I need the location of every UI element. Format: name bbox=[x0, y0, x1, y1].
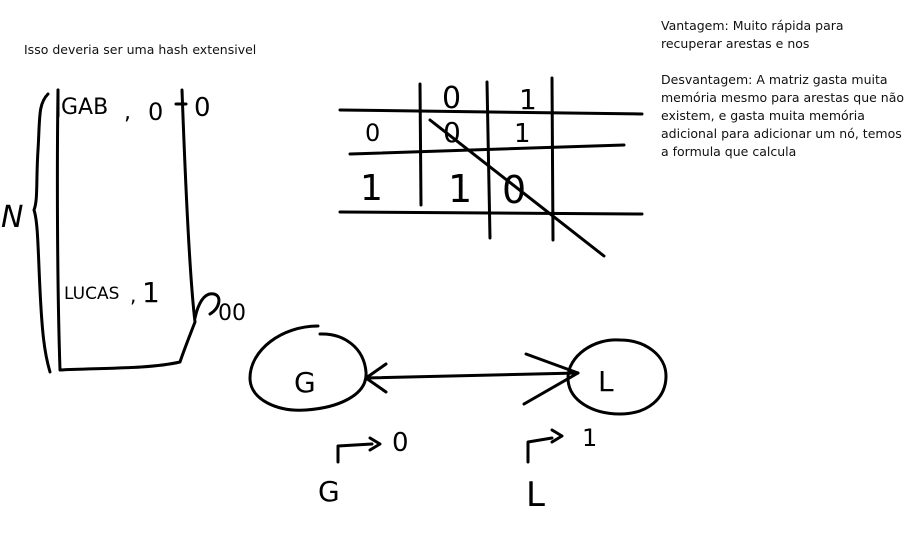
mapping-g-arrowhead bbox=[368, 436, 382, 452]
overflow-pointer: 00 bbox=[218, 301, 246, 326]
mapping-l-arrowhead bbox=[550, 428, 564, 444]
entry-lucas-key: LUCAS bbox=[64, 284, 119, 304]
matrix-header-0: 0 bbox=[442, 81, 461, 116]
mapping-g-key: G bbox=[318, 475, 340, 508]
hash-brace bbox=[32, 92, 52, 374]
disadvantage-note: Desvantagem: A matriz gasta muita memóri… bbox=[661, 72, 905, 159]
mapping-l-index: 1 bbox=[582, 424, 597, 452]
adjacency-matrix: 0 1 0 0 1 1 1 0 bbox=[338, 76, 644, 258]
matrix-row-label-1: 1 bbox=[360, 168, 383, 209]
node-g-label: G bbox=[294, 366, 316, 399]
matrix-vline-1 bbox=[418, 82, 423, 207]
matrix-cell-1-0: 1 bbox=[448, 167, 472, 211]
matrix-cell-0-0: 0 bbox=[443, 116, 461, 149]
matrix-header-1: 1 bbox=[519, 83, 537, 116]
entry-gab-value: 0 bbox=[148, 98, 163, 126]
overflow-hook bbox=[193, 292, 221, 320]
entry-gab-key: GAB bbox=[61, 95, 108, 120]
mapping-g-arrow bbox=[336, 442, 374, 464]
next-slot-value: 0 bbox=[194, 93, 211, 123]
mapping-l-key: L bbox=[526, 475, 545, 515]
matrix-cell-1-1: 0 bbox=[502, 168, 526, 212]
graph: G L 0 G 1 L bbox=[248, 324, 668, 515]
entry-lucas-comma: , bbox=[130, 283, 136, 307]
node-l-label: L bbox=[598, 365, 614, 398]
matrix-row-label-0: 0 bbox=[365, 119, 380, 147]
matrix-diagonal bbox=[428, 118, 606, 258]
notes-panel: Vantagem: Muito rápida para recuperar ar… bbox=[661, 17, 906, 161]
mapping-l-arrow bbox=[526, 436, 554, 464]
node-g-circle bbox=[248, 324, 368, 412]
advantage-note: Vantagem: Muito rápida para recuperar ar… bbox=[661, 18, 844, 51]
brace-label-n: N bbox=[1, 200, 23, 235]
hash-table: N GAB , 0 0 LUCAS , 1 00 bbox=[1, 88, 246, 374]
edge-arrow-to-l bbox=[522, 352, 580, 406]
hash-table-box bbox=[55, 88, 197, 372]
matrix-hline-1 bbox=[338, 108, 644, 116]
mapping-g-index: 0 bbox=[392, 428, 409, 458]
entry-gab-comma: , bbox=[124, 100, 131, 125]
node-l-circle bbox=[566, 338, 668, 416]
matrix-vline-3 bbox=[550, 76, 555, 242]
edge-arrow-to-g bbox=[364, 362, 388, 394]
entry-lucas-value: 1 bbox=[142, 276, 160, 309]
matrix-cell-0-1: 1 bbox=[514, 119, 531, 149]
edge-line bbox=[364, 371, 580, 380]
typed-title: Isso deveria ser uma hash extensivel bbox=[24, 42, 257, 57]
matrix-vline-2 bbox=[485, 80, 492, 240]
